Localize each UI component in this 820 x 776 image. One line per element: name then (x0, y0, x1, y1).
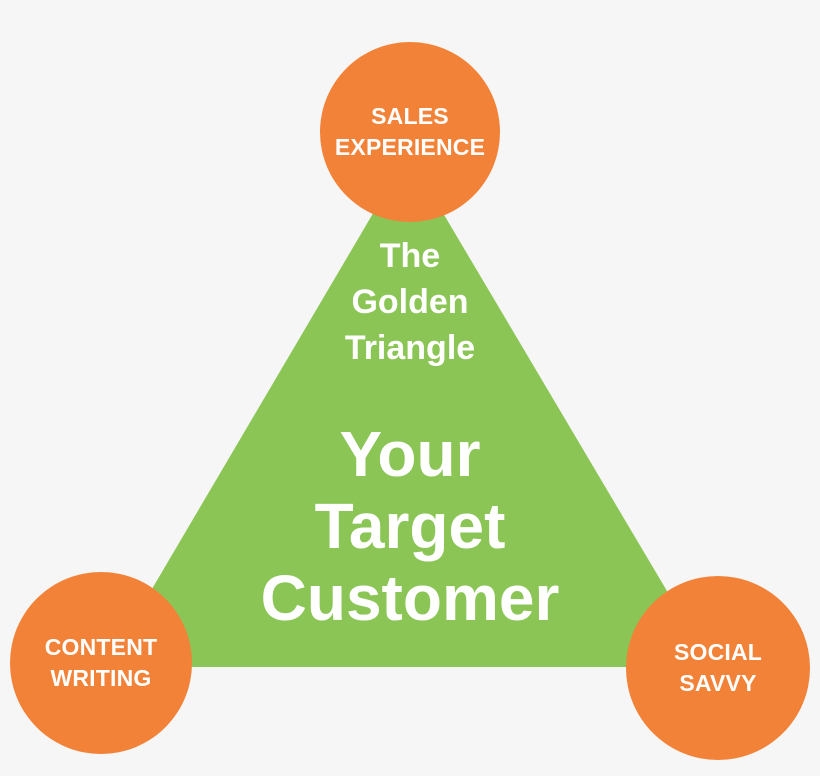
content-writing-line-2: WRITING (50, 665, 152, 691)
golden-triangle-title-line-3: Triangle (344, 329, 476, 367)
target-customer-title: Your Target Customer (220, 418, 600, 634)
social-savvy-label: SOCIAL SAVVY (674, 637, 762, 699)
target-customer-line-2: Target (314, 490, 506, 562)
sales-experience-line-1: SALES (371, 103, 449, 129)
green-triangle (106, 154, 712, 667)
golden-triangle-title-line-2: Golden (351, 283, 469, 321)
target-customer-line-1: Your (339, 418, 481, 490)
sales-experience-label: SALES EXPERIENCE (335, 101, 485, 163)
content-writing-node: CONTENT WRITING (10, 572, 192, 754)
content-writing-label: CONTENT WRITING (45, 632, 158, 694)
sales-experience-line-2: EXPERIENCE (334, 134, 486, 160)
social-savvy-node: SOCIAL SAVVY (626, 576, 810, 760)
social-savvy-line-2: SAVVY (679, 670, 757, 696)
golden-triangle-title-line-1: The (379, 237, 441, 275)
golden-triangle-title: The Golden Triangle (300, 233, 520, 371)
sales-experience-node: SALES EXPERIENCE (320, 42, 500, 222)
content-writing-line-1: CONTENT (44, 634, 158, 660)
target-customer-line-3: Customer (260, 562, 560, 634)
social-savvy-line-1: SOCIAL (673, 639, 763, 665)
